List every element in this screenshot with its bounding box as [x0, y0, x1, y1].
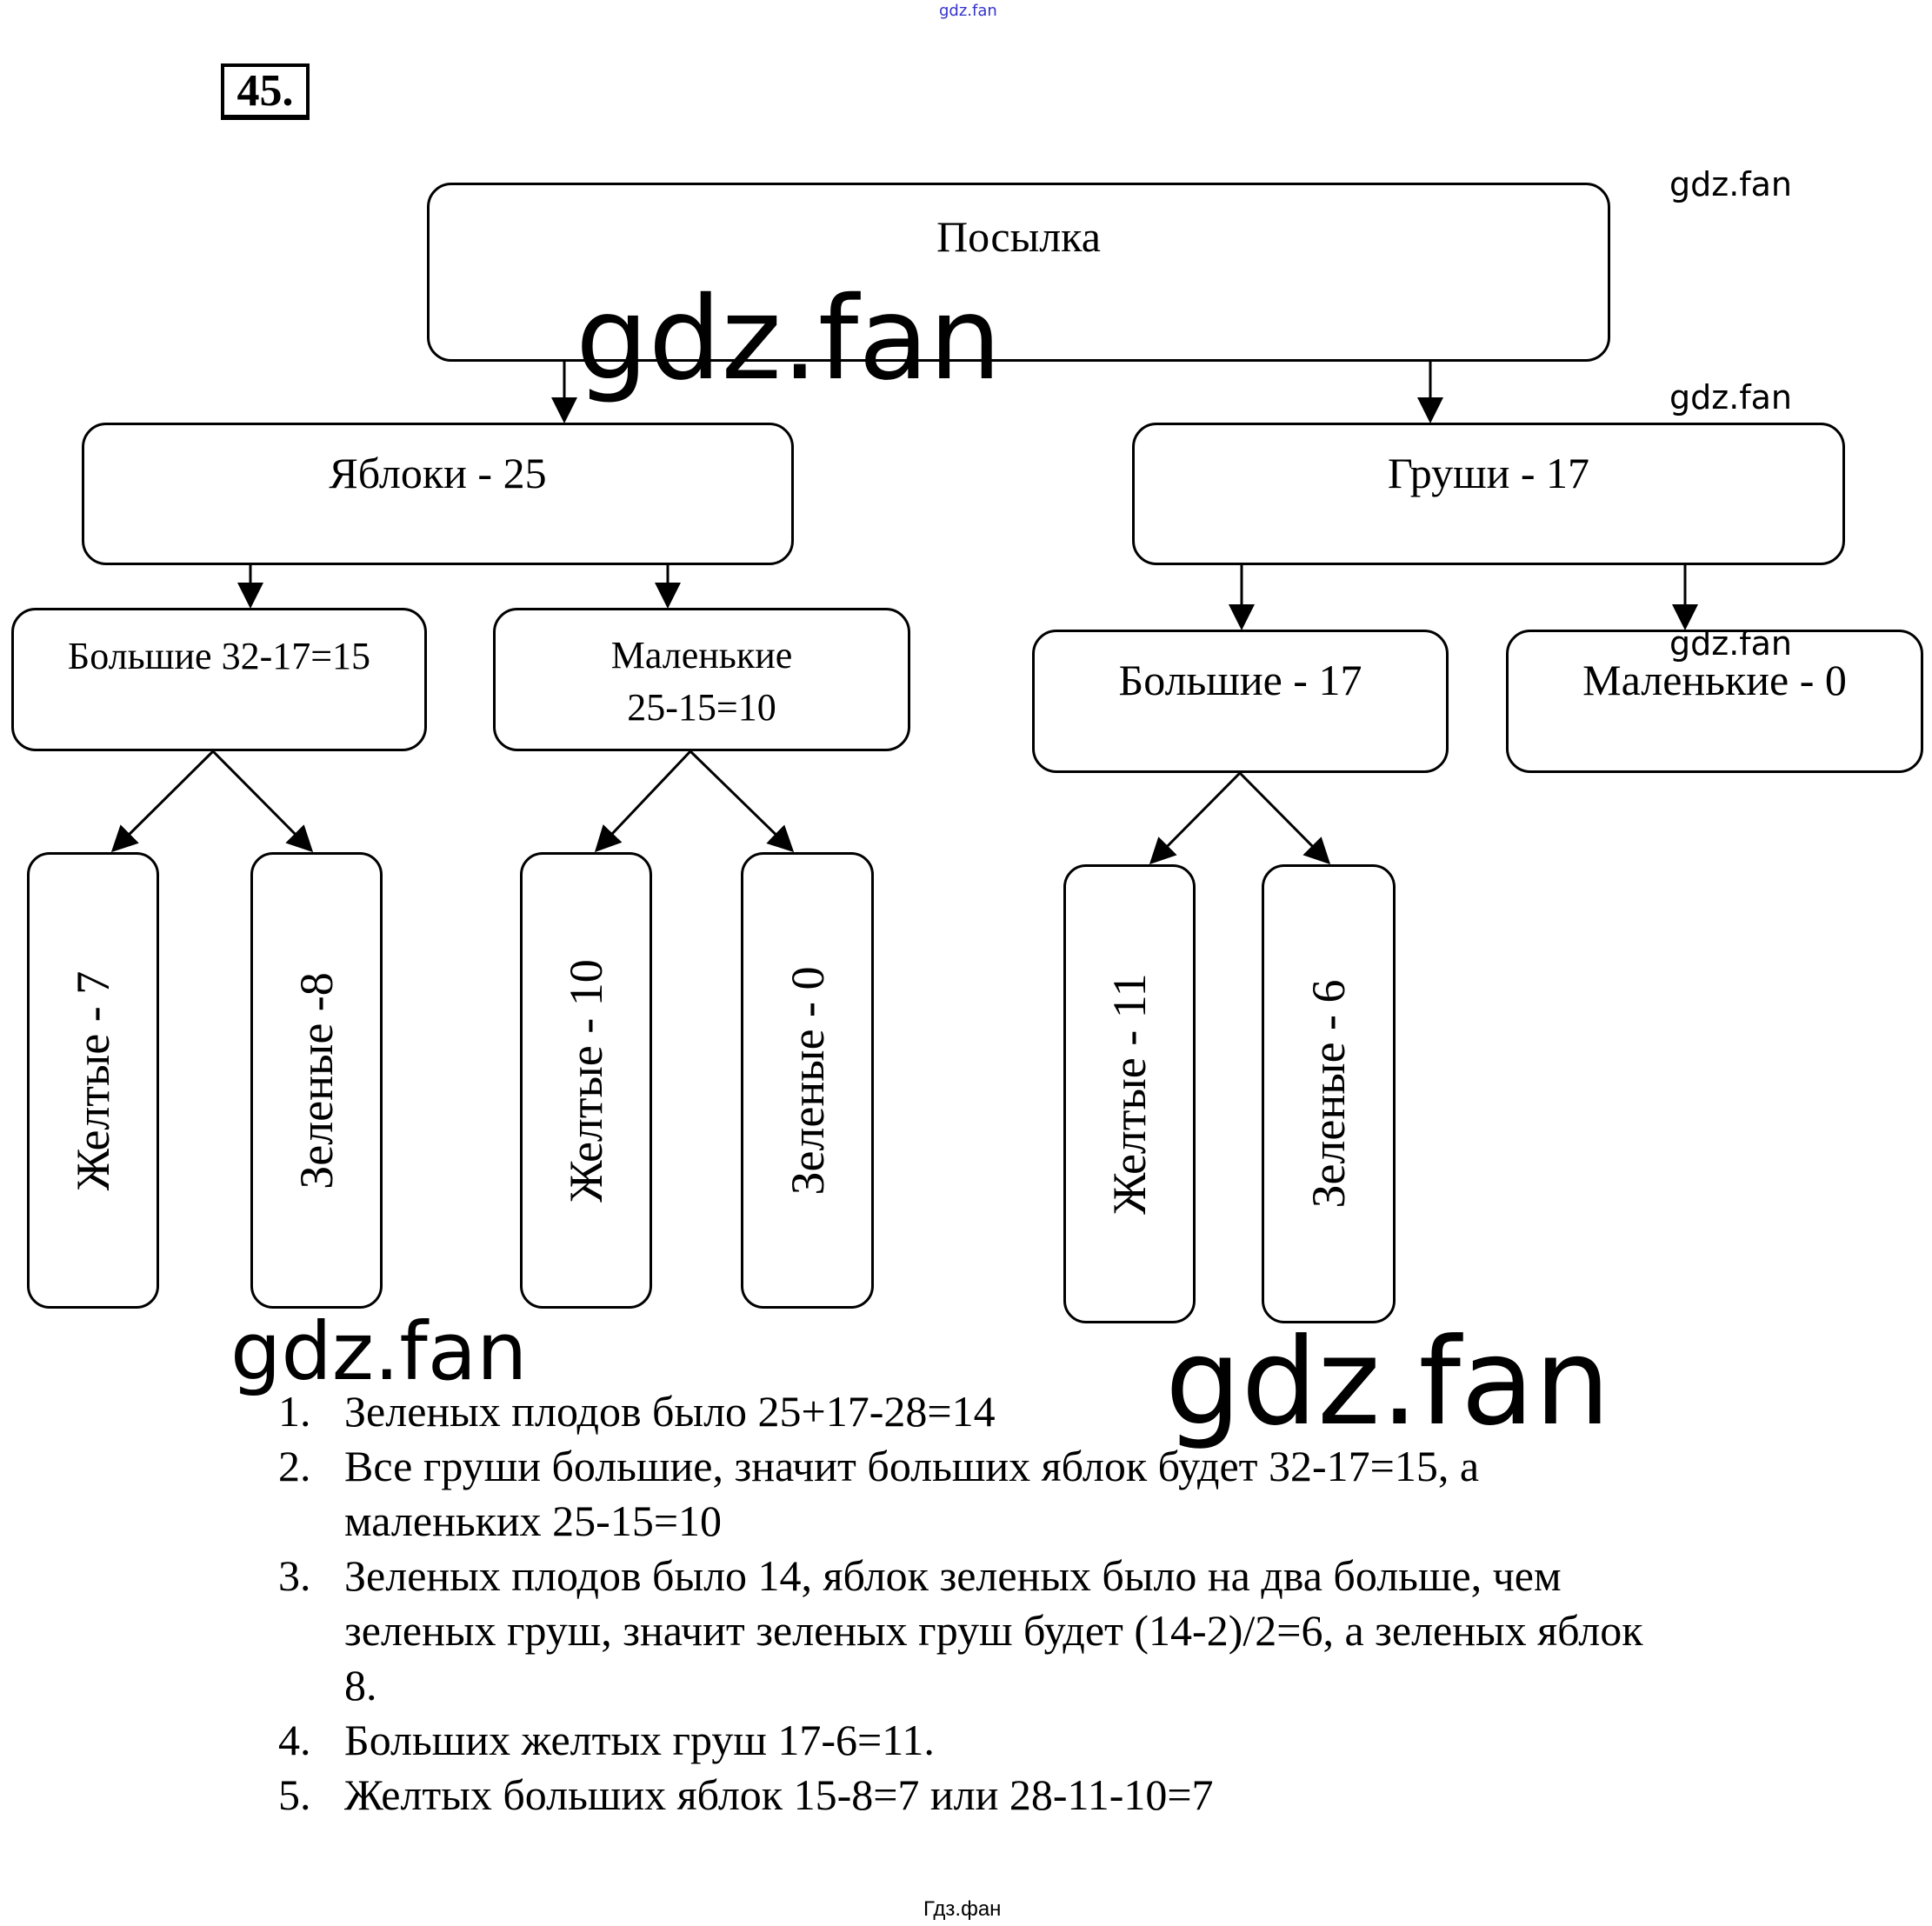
- node-big-pears-yellow: Желтые - 11: [1063, 864, 1196, 1323]
- arrow-big-pears-to-yellow: [1149, 771, 1242, 865]
- step-text: Все груши большие, значит больших яблок …: [344, 1442, 1480, 1490]
- step-text: Зеленых плодов было 14, яблок зеленых бы…: [344, 1551, 1562, 1600]
- step-number: 1.: [278, 1387, 311, 1436]
- watermark-large: gdz.fan: [1165, 1312, 1611, 1452]
- node-small-pears-label: Маленькие - 0: [1582, 656, 1847, 704]
- arrow-small-apples-to-yellow: [594, 750, 692, 853]
- node-small-apples-yellow: Желтые - 10: [520, 852, 652, 1309]
- node-small-apples-green-label: Зеленые - 0: [781, 965, 834, 1196]
- node-big-pears: Большие - 17: [1032, 630, 1449, 773]
- node-big-pears-yellow-label: Желтые - 11: [1103, 973, 1156, 1215]
- solution-step: 3. Зеленых плодов было 14, яблок зеленых…: [278, 1549, 1843, 1713]
- node-small-apples-label-line2: 25-15=10: [627, 686, 776, 729]
- solution-steps: 1. Зеленых плодов было 25+17-28=14 2. Вс…: [278, 1384, 1843, 1823]
- node-pears-label: Груши - 17: [1387, 449, 1589, 497]
- arrow-big-apples-to-green: [211, 750, 314, 853]
- node-parcel: Посылка: [427, 183, 1610, 362]
- task-number: 45.: [221, 63, 310, 120]
- arrow-big-pears-to-green: [1238, 771, 1331, 865]
- node-big-apples: Большие 32-17=15: [11, 608, 427, 751]
- node-apples: Яблоки - 25: [82, 423, 794, 565]
- arrow-big-apples-to-yellow: [110, 750, 215, 853]
- footer-text: Гдз.фан: [923, 1897, 1002, 1921]
- arrow-small-apples-to-green: [689, 750, 795, 853]
- step-text: маленьких 25-15=10: [344, 1496, 723, 1545]
- solution-step: 5. Желтых больших яблок 15-8=7 или 28-11…: [278, 1768, 1843, 1823]
- solution-step: 2. Все груши большие, значит больших ябл…: [278, 1439, 1843, 1549]
- node-pears: Груши - 17: [1132, 423, 1845, 565]
- node-small-apples-green: Зеленые - 0: [741, 852, 874, 1309]
- node-small-apples-yellow-label: Желтые - 10: [560, 958, 612, 1203]
- node-big-apples-green: Зеленые -8: [250, 852, 383, 1309]
- step-text: Желтых больших яблок 15-8=7 или 28-11-10…: [344, 1770, 1214, 1819]
- solution-step: 4. Больших желтых груш 17-6=11.: [278, 1713, 1843, 1768]
- node-big-apples-green-label: Зеленые -8: [290, 971, 343, 1190]
- watermark-small: gdz.fan: [1669, 624, 1793, 663]
- node-big-pears-label: Большие - 17: [1118, 656, 1362, 704]
- node-big-apples-label: Большие 32-17=15: [67, 635, 371, 677]
- step-number: 2.: [278, 1442, 311, 1490]
- step-text: зеленых груш, значит зеленых груш будет …: [344, 1606, 1643, 1655]
- step-text: 8.: [344, 1661, 377, 1709]
- watermark-large: gdz.fan: [230, 1305, 528, 1398]
- node-small-apples-label-line1: Маленькие: [610, 634, 793, 676]
- step-text: Зеленых плодов было 25+17-28=14: [344, 1387, 996, 1436]
- node-small-apples: Маленькие 25-15=10: [493, 608, 910, 751]
- node-big-apples-yellow: Желтые - 7: [27, 852, 159, 1309]
- node-small-pears: Маленькие - 0: [1506, 630, 1923, 773]
- step-number: 4.: [278, 1716, 311, 1764]
- step-number: 5.: [278, 1770, 311, 1819]
- solution-step: 1. Зеленых плодов было 25+17-28=14: [278, 1384, 1843, 1439]
- watermark-large: gdz.fan: [576, 272, 1002, 406]
- step-text: Больших желтых груш 17-6=11.: [344, 1716, 935, 1764]
- node-big-pears-green-label: Зеленые - 6: [1302, 979, 1355, 1209]
- watermark-small: gdz.fan: [1669, 378, 1793, 417]
- node-big-pears-green: Зеленые - 6: [1262, 864, 1396, 1323]
- node-big-apples-yellow-label: Желтые - 7: [67, 970, 119, 1190]
- node-apples-label: Яблоки - 25: [329, 449, 547, 497]
- top-watermark: gdz.fan: [939, 2, 997, 20]
- watermark-small: gdz.fan: [1669, 165, 1793, 203]
- node-parcel-label: Посылка: [936, 212, 1101, 261]
- step-number: 3.: [278, 1551, 311, 1600]
